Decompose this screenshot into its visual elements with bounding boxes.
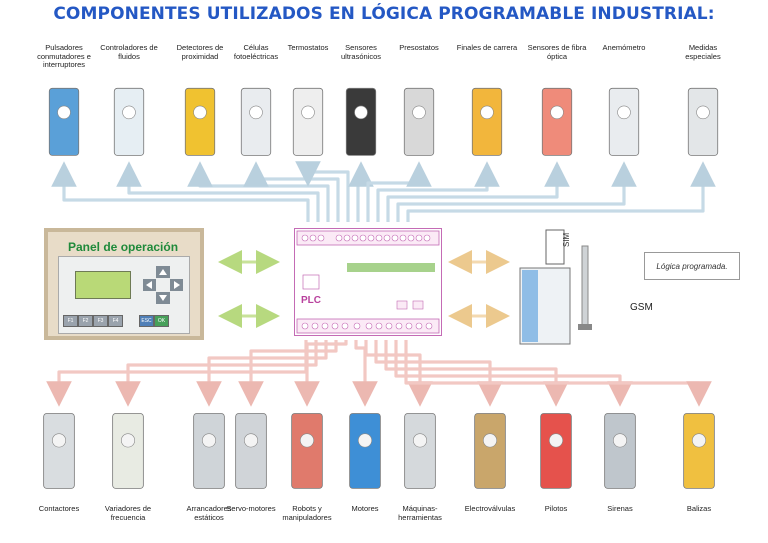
proximity-detector-icon	[184, 87, 216, 156]
plc-body	[296, 230, 440, 334]
input-arrow-1	[116, 161, 320, 222]
input-label-0: Pulsadores conmutadores e interruptores	[37, 43, 91, 69]
input-arrow-8	[386, 161, 570, 222]
panel-face: F1 F2 F3 F4 ESC OK	[58, 256, 190, 334]
pressure-switch-icon	[403, 87, 435, 156]
input-arrow-0	[51, 161, 310, 222]
machine-tool-icon	[404, 413, 436, 489]
ultrasonic-sensor-icon	[345, 87, 377, 156]
output-arrow-9	[394, 340, 633, 407]
panel-key-f2: F2	[78, 315, 93, 327]
sim-label: SIM	[562, 232, 571, 247]
panel-title: Panel de operación	[68, 240, 179, 254]
input-label-7: Finales de carrera	[456, 43, 518, 52]
fiber-optic-sensor-icon	[541, 87, 573, 156]
motor-icon	[349, 413, 381, 489]
diagram-title: COMPONENTES UTILIZADOS EN LÓGICA PROGRAM…	[53, 4, 715, 24]
input-label-9: Anemómetro	[602, 43, 646, 52]
robot-arm-icon	[291, 413, 323, 489]
output-arrow-2	[196, 340, 328, 407]
input-arrow-7	[376, 161, 500, 222]
limit-switch-icon	[471, 87, 503, 156]
output-label-7: Electroválvulas	[464, 504, 516, 513]
output-label-4: Robots y manipuladores	[282, 504, 332, 522]
output-label-2: Arrancadores estáticos	[186, 504, 232, 522]
input-label-10: Medidas especiales	[685, 43, 721, 61]
output-arrow-5	[352, 340, 378, 407]
output-label-8: Pilotos	[544, 504, 568, 513]
output-arrow-10	[404, 340, 712, 407]
output-label-1: Variadores de frecuencia	[104, 504, 152, 522]
output-label-5: Motores	[351, 504, 379, 513]
special-measurement-icon	[687, 87, 719, 156]
plc-unit: PLC	[294, 228, 442, 336]
solenoid-valve-icon	[474, 413, 506, 489]
programmed-logic-box: Lógica programada.	[644, 252, 740, 280]
input-arrow-10	[406, 161, 716, 222]
panel-key-f4: F4	[108, 315, 123, 327]
output-label-0: Contactores	[38, 504, 80, 513]
operator-panel: Panel de operación F1 F2 F3 F4 ESC OK	[44, 228, 204, 340]
input-arrow-3	[243, 161, 340, 222]
panel-key-f1: F1	[63, 315, 78, 327]
output-arrow-0	[46, 340, 308, 407]
input-arrow-9	[396, 161, 637, 222]
output-label-9: Sirenas	[607, 504, 633, 513]
output-arrow-3	[238, 340, 338, 407]
siren-icon	[604, 413, 636, 489]
push-button-icon	[48, 87, 80, 156]
output-label-6: Máquinas-herramientas	[398, 504, 442, 522]
input-label-3: Células fotoeléctricas	[233, 43, 279, 61]
panel-key-esc: ESC	[139, 315, 154, 327]
soft-starter-icon	[193, 413, 225, 489]
gsm-modem-icon: SIM	[519, 229, 592, 345]
beacon-icon	[683, 413, 715, 489]
gsm-label: GSM	[630, 302, 653, 313]
input-label-8: Sensores de fibra óptica	[527, 43, 587, 61]
input-label-2: Detectores de proximidad	[176, 43, 224, 61]
input-arrow-4	[295, 161, 350, 222]
panel-key-f3: F3	[93, 315, 108, 327]
pilot-light-icon	[540, 413, 572, 489]
input-label-1: Controladores de fluidos	[100, 43, 158, 61]
panel-key-ok: OK	[154, 315, 169, 327]
panel-lcd-screen	[75, 271, 131, 299]
anemometer-icon	[608, 87, 640, 156]
fluid-controller-icon	[113, 87, 145, 156]
thermostat-icon	[292, 87, 324, 156]
output-arrow-7	[374, 340, 503, 407]
input-arrow-6	[366, 161, 432, 222]
panel-navigation-keys	[143, 266, 183, 304]
input-label-5: Sensores ultrasónicos	[340, 43, 382, 61]
input-arrow-5	[348, 161, 374, 222]
contactor-icon	[43, 413, 75, 489]
servo-motor-icon	[235, 413, 267, 489]
output-label-3: Servo-motores	[226, 504, 276, 513]
output-arrow-6	[364, 340, 433, 407]
output-arrow-1	[115, 340, 318, 407]
photoelectric-cell-icon	[240, 87, 272, 156]
input-label-6: Presostatos	[399, 43, 439, 52]
input-label-4: Termostatos	[287, 43, 329, 52]
plc-label: PLC	[301, 295, 321, 306]
output-arrow-4	[294, 340, 348, 407]
frequency-drive-icon	[112, 413, 144, 489]
output-label-10: Balizas	[686, 504, 712, 513]
